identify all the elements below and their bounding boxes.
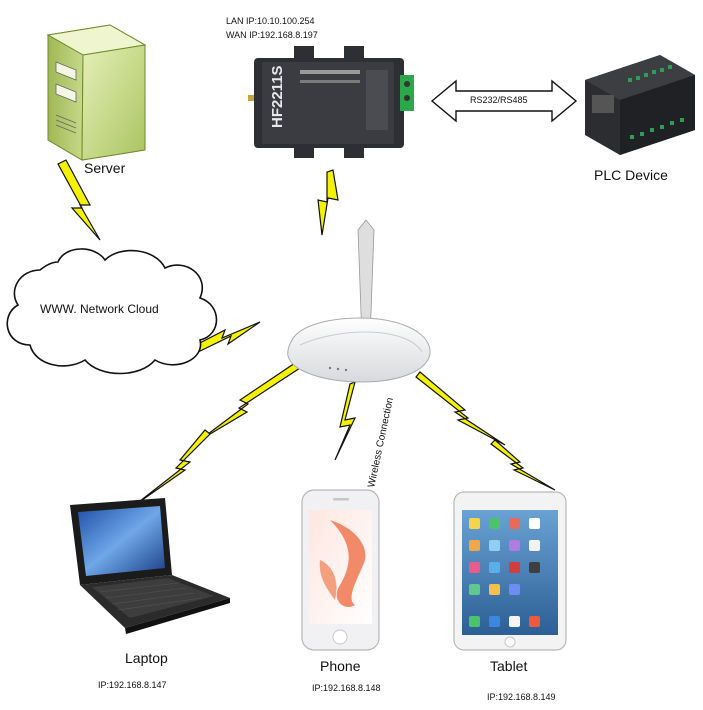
- plc-device-icon: [585, 55, 695, 155]
- lightning-device-router: [317, 169, 339, 236]
- serial-link-arrow: [430, 79, 578, 123]
- tablet-ip-label: IP:192.168.8.149: [487, 692, 556, 702]
- laptop-icon: [70, 498, 230, 634]
- wireless-connection-label: Wireless Connection: [366, 397, 396, 489]
- plc-device-label: PLC Device: [594, 167, 668, 183]
- network-cloud-icon: [6, 248, 218, 375]
- device-model-text: HF2211S: [269, 65, 286, 128]
- lightning-router-tablet: [415, 371, 556, 491]
- lightning-router-phone: [334, 381, 357, 461]
- wifi-router-icon: [287, 219, 431, 383]
- lightning-cloud-router: [189, 321, 261, 355]
- lightning-router-laptop: [134, 362, 301, 506]
- server-label: Server: [84, 160, 126, 176]
- phone-ip-label: IP:192.168.8.148: [312, 683, 381, 693]
- laptop-label: Laptop: [125, 650, 168, 666]
- serial-link-label: RS232/RS485: [470, 95, 528, 105]
- tablet-label: Tablet: [490, 658, 528, 674]
- cloud-label: WWW. Network Cloud: [40, 302, 159, 316]
- wan-ip-label: WAN IP:192.168.8.197: [226, 30, 318, 40]
- phone-label: Phone: [320, 658, 361, 674]
- server-icon: [46, 24, 147, 161]
- serial-server-device: HF2211S: [248, 46, 414, 158]
- laptop-ip-label: IP:192.168.8.147: [98, 680, 167, 690]
- lan-ip-label: LAN IP:10.10.100.254: [226, 16, 315, 26]
- tablet-icon: [453, 491, 567, 651]
- phone-icon: [301, 489, 380, 651]
- lightning-server-cloud: [57, 159, 101, 241]
